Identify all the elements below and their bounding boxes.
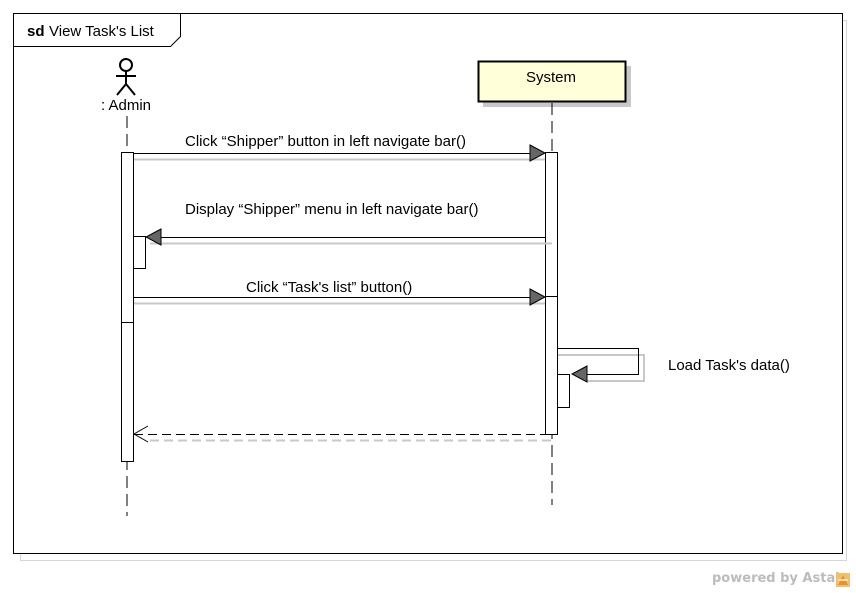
system-label: System: [526, 69, 576, 86]
diagram-frame: [13, 13, 843, 554]
frame-title: View Task's List: [49, 23, 155, 40]
message-2-arrowhead-icon: [144, 228, 162, 246]
actor-activation-bar: [121, 152, 134, 462]
message-4-shadow: [558, 354, 645, 382]
message-1-label: Click “Shipper” button in left navigate …: [185, 133, 466, 150]
actor-nested-activation: [133, 236, 146, 269]
message-4-line: [557, 348, 639, 375]
system-box: [477, 60, 627, 103]
frame-tab: [13, 13, 181, 47]
message-3-label: Click “Task's list” button(): [246, 279, 412, 296]
system-nested-activation: [557, 374, 570, 408]
message-3-arrowhead-icon: [529, 288, 547, 306]
astah-logo-icon: [836, 573, 850, 587]
actor-stick-figure-icon: [116, 58, 136, 96]
actor-label: : Admin: [101, 97, 151, 114]
message-4-label: Load Task's data(): [668, 357, 790, 374]
powered-by-watermark: powered by Astah: [712, 571, 845, 586]
message-2-label: Display “Shipper” menu in left navigate …: [185, 201, 478, 218]
frame-keyword: sd: [27, 23, 45, 40]
return-arrowhead-icon: [132, 425, 149, 443]
message-4-arrowhead-icon: [570, 365, 588, 383]
system-activation-bar: [545, 152, 558, 435]
message-1-arrowhead-icon: [529, 144, 547, 162]
